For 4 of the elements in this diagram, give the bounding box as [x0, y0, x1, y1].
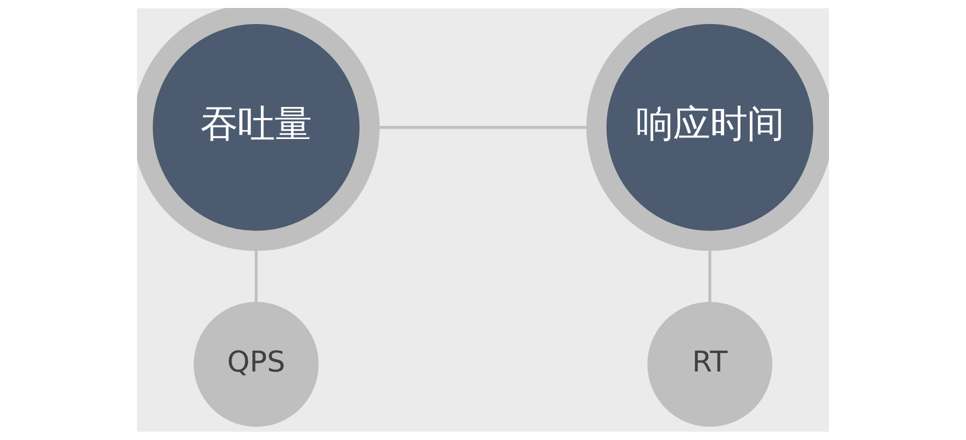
node-circle: QPS — [194, 302, 319, 427]
node-circle: 吞吐量 — [137, 8, 380, 251]
node-circle: RT — [647, 302, 772, 427]
node-circle: 响应时间 — [586, 8, 829, 251]
